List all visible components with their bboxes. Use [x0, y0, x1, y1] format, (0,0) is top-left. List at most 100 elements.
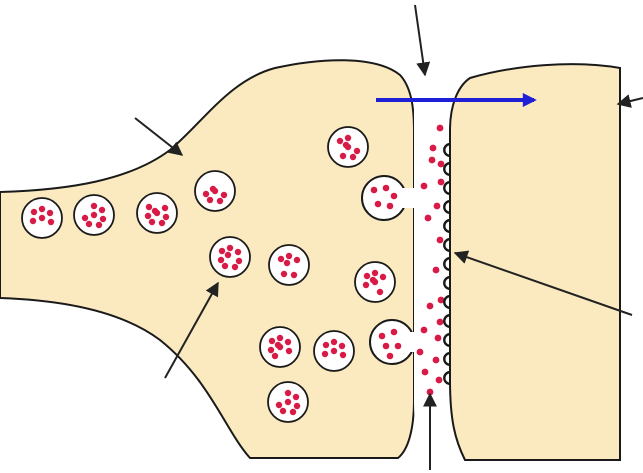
neurotransmitter-dot [285, 339, 291, 345]
neurotransmitter-dot [47, 210, 53, 216]
neurotransmitter-dot [219, 248, 225, 254]
neurotransmitter-dot [293, 394, 299, 400]
neurotransmitter-dot [162, 205, 168, 211]
neurotransmitter-dot [437, 125, 444, 132]
neurotransmitter-dot [30, 218, 36, 224]
neurotransmitter-dot [391, 329, 398, 336]
neurotransmitter-dot [363, 282, 369, 288]
neurotransmitter-dot [372, 279, 378, 285]
synaptic-vesicle [355, 262, 395, 302]
neurotransmitter-dot [96, 222, 102, 228]
neurotransmitter-dot [380, 274, 386, 280]
neurotransmitter-dot [294, 403, 300, 409]
neurotransmitter-dot [377, 289, 383, 295]
synaptic-vesicle [74, 195, 114, 235]
neurotransmitter-dot [427, 303, 434, 310]
neurotransmitter-dot [268, 347, 274, 353]
neurotransmitter-dot [285, 399, 291, 405]
neurotransmitter-dot [91, 212, 97, 218]
neurotransmitter-dot [225, 252, 231, 258]
neurotransmitter-dot [272, 353, 278, 359]
neurotransmitter-dot [149, 219, 155, 225]
neurotransmitter-dot [284, 260, 290, 266]
synaptic-vesicle [137, 193, 177, 233]
neurotransmitter-dot [339, 343, 345, 349]
neurotransmitter-dot [294, 257, 300, 263]
neurotransmitter-dot [91, 203, 97, 209]
pointer-arrow-postsynaptic [618, 98, 643, 104]
postsynaptic-cell [450, 64, 620, 460]
neurotransmitter-dot [145, 213, 151, 219]
neurotransmitter-dot [232, 264, 238, 270]
neurotransmitter-dot [391, 193, 398, 200]
neurotransmitter-dot [395, 343, 402, 350]
neurotransmitter-dot [281, 271, 287, 277]
neurotransmitter-dot [276, 402, 282, 408]
neurotransmitter-dot [387, 353, 394, 360]
neurotransmitter-dot [436, 377, 443, 384]
neurotransmitter-dot [39, 206, 45, 212]
neurotransmitter-dot [100, 216, 106, 222]
neurotransmitter-dot [86, 221, 92, 227]
neurotransmitter-dot [269, 338, 275, 344]
neurotransmitter-dot [340, 352, 346, 358]
neurotransmitter-dot [159, 220, 165, 226]
neurotransmitter-dot [146, 204, 152, 210]
neurotransmitter-dot [286, 348, 292, 354]
neurotransmitter-dot [421, 327, 428, 334]
neurotransmitter-dot [345, 135, 351, 141]
neurotransmitter-dot [354, 148, 360, 154]
neurotransmitter-dot [323, 342, 329, 348]
neurotransmitter-dot [236, 258, 242, 264]
neurotransmitter-dot [291, 272, 297, 278]
neurotransmitter-dot [278, 256, 284, 262]
neurotransmitter-dot [383, 343, 390, 350]
neurotransmitter-dot [364, 273, 370, 279]
neurotransmitter-dot [429, 157, 436, 164]
neurotransmitter-dot [221, 192, 227, 198]
neurotransmitter-dot [331, 348, 337, 354]
neurotransmitter-dot [31, 209, 37, 215]
presynaptic-terminal [0, 60, 414, 458]
neurotransmitter-dot [438, 161, 445, 168]
neurotransmitter-dot [340, 153, 346, 159]
synaptic-vesicle [195, 171, 235, 211]
synaptic-vesicle [260, 327, 300, 367]
neurotransmitter-dot [99, 207, 105, 213]
pointer-arrow-cleft-top [415, 5, 425, 75]
neurotransmitter-dot [48, 219, 54, 225]
neurotransmitter-dot [210, 186, 216, 192]
neurotransmitter-dot [438, 179, 445, 186]
neurotransmitter-dot [290, 409, 296, 415]
neurotransmitter-dot [417, 349, 424, 356]
synaptic-vesicle [314, 331, 354, 371]
neurotransmitter-dot [387, 203, 394, 210]
neurotransmitter-dot [39, 215, 45, 221]
neurotransmitter-dot [337, 138, 343, 144]
neurotransmitter-dot [371, 187, 378, 194]
neurotransmitter-dot [422, 369, 429, 376]
neurotransmitter-dot [437, 237, 444, 244]
neurotransmitter-dot [430, 145, 437, 152]
neurotransmitter-dot [207, 197, 213, 203]
neurotransmitter-dot [437, 319, 444, 326]
fusion-pore [406, 332, 446, 352]
neurotransmitter-dot [222, 263, 228, 269]
neurotransmitter-dot [425, 215, 432, 222]
neurotransmitter-dot [433, 267, 440, 274]
neurotransmitter-dot [280, 408, 286, 414]
neurotransmitter-dot [350, 154, 356, 160]
neurotransmitter-dot [277, 335, 283, 341]
pointer-arrow-membrane [135, 118, 182, 155]
neurotransmitter-dot [383, 185, 390, 192]
synaptic-vesicle [328, 127, 368, 167]
synaptic-vesicle [210, 237, 250, 277]
neurotransmitter-dot [322, 351, 328, 357]
neurotransmitter-dot [227, 245, 233, 251]
neurotransmitter-dot [286, 253, 292, 259]
synaptic-vesicle [269, 245, 309, 285]
neurotransmitter-dot [152, 208, 158, 214]
neurotransmitter-dot [218, 257, 224, 263]
neurotransmitter-dot [372, 270, 378, 276]
